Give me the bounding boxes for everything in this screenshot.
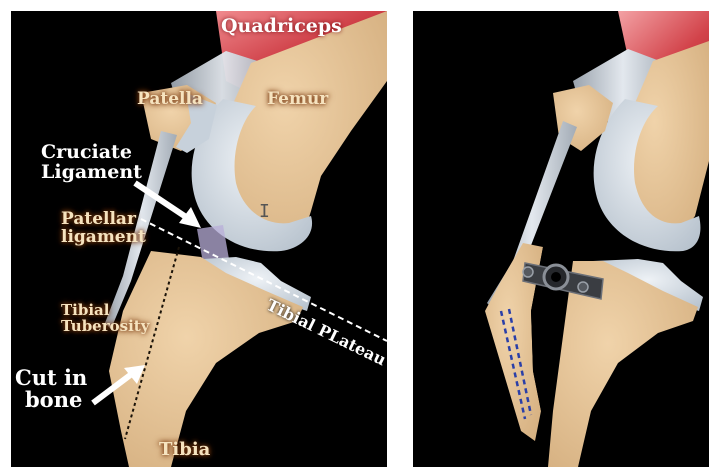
tibia-label: Tibia <box>159 441 210 460</box>
cruciate-label-line1: Cruciate <box>41 143 142 163</box>
tibial-tuberosity-label: Tibial Tuberosity <box>61 303 149 335</box>
patella-label: Patella <box>137 91 203 109</box>
tuberosity-label-line2: Tuberosity <box>61 319 149 335</box>
cut-in-bone-label: Cut in bone <box>15 367 87 411</box>
diagram-panel-after <box>413 11 709 467</box>
femur-label: Femur <box>267 91 328 109</box>
implant-center-hole <box>551 272 561 282</box>
implant-left-screw <box>523 267 533 277</box>
patellar-label-line2: ligament <box>61 229 146 247</box>
quadriceps-label: Quadriceps <box>221 17 342 37</box>
knee-anatomy-after <box>413 11 709 467</box>
patellar-ligament-label: Patellar ligament <box>61 211 146 247</box>
text-cursor-icon: I <box>259 201 270 222</box>
cut-label-line1: Cut in <box>15 367 87 389</box>
cut-label-line2: bone <box>15 389 87 411</box>
cruciate-ligament-label: Cruciate Ligament <box>41 143 142 183</box>
diagram-panel-before: I Quadriceps Patella Femur Cruciate Liga… <box>11 11 387 467</box>
cruciate-label-line2: Ligament <box>41 163 142 183</box>
implant-right-screw <box>578 282 588 292</box>
